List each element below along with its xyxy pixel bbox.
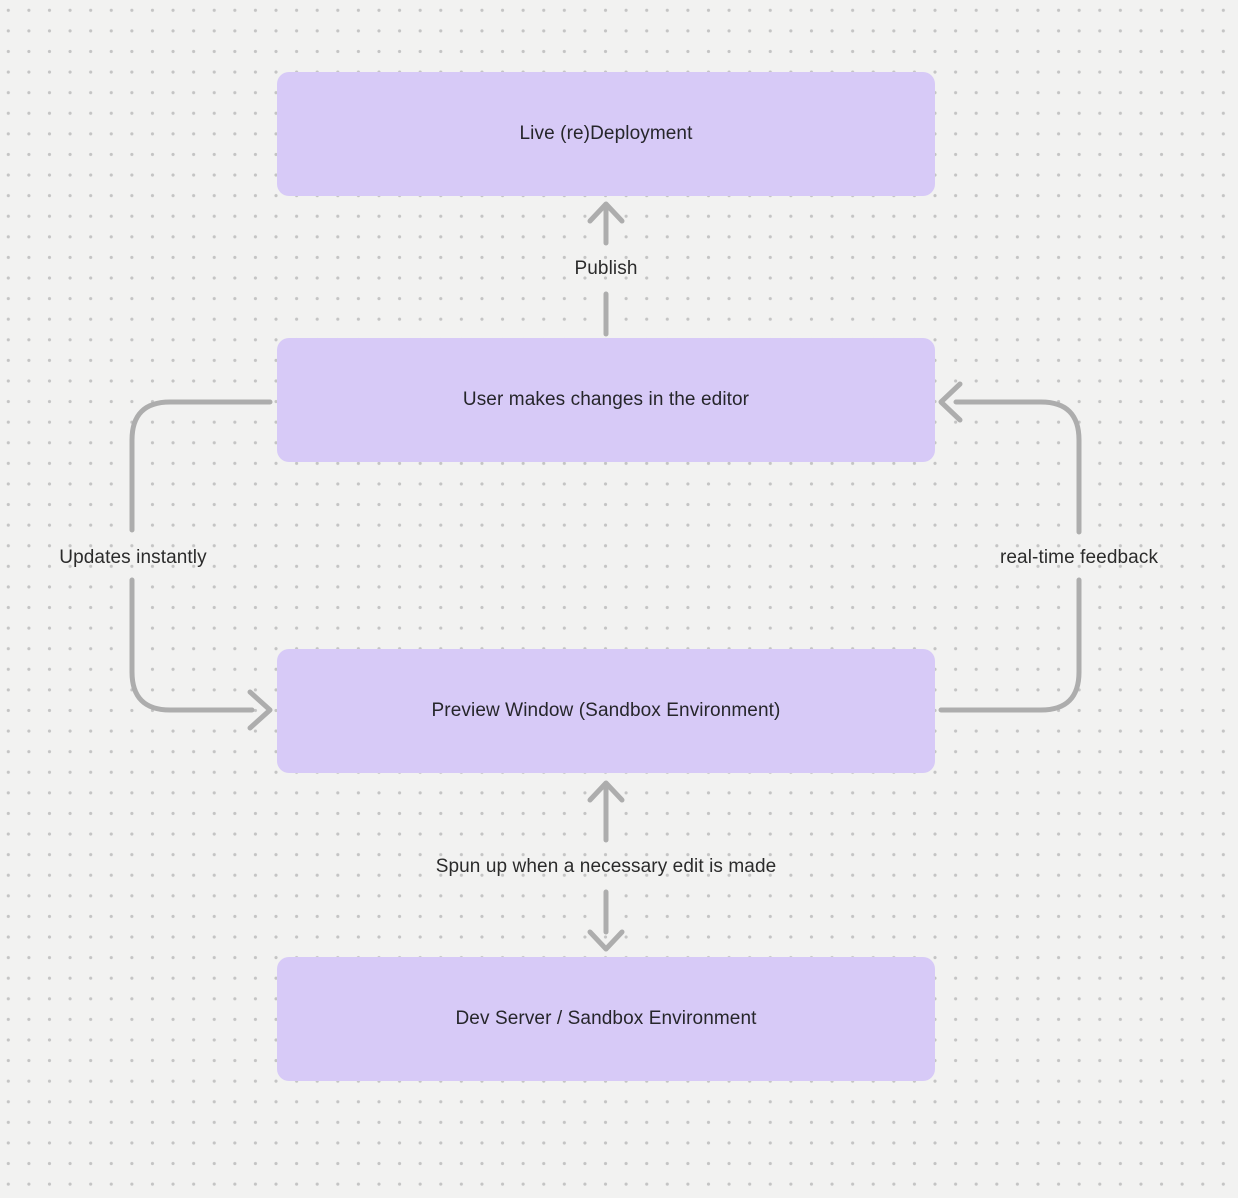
edge-label-spun-up: Spun up when a necessary edit is made [435, 856, 777, 877]
edge-spun-up [587, 780, 625, 952]
feedback-arrow-upper-segment [953, 399, 1082, 535]
edge-real-time-feedback [938, 381, 1082, 713]
updates-arrow-upper-segment [129, 399, 273, 533]
arrowhead-up-icon [587, 780, 625, 803]
arrowhead-right-icon [247, 689, 273, 731]
arrowhead-down-icon [587, 929, 625, 952]
edge-publish [587, 201, 625, 337]
arrowhead-left-icon [938, 381, 963, 423]
edge-label-real-time-feedback: real-time feedback [999, 547, 1159, 568]
arrowhead-up-icon [587, 201, 625, 224]
node-live-redeployment-label: Live (re)Deployment [519, 123, 693, 144]
edge-label-publish: Publish [574, 258, 638, 279]
node-dev-server: Dev Server / Sandbox Environment [277, 957, 935, 1081]
node-live-redeployment: Live (re)Deployment [277, 72, 935, 196]
node-editor: User makes changes in the editor [277, 338, 935, 462]
feedback-arrow-lower-segment [938, 577, 1082, 713]
node-preview-window-label: Preview Window (Sandbox Environment) [431, 700, 781, 721]
edge-label-updates-instantly: Updates instantly [59, 547, 207, 568]
node-preview-window: Preview Window (Sandbox Environment) [277, 649, 935, 773]
edge-updates-instantly [129, 399, 273, 731]
updates-arrow-lower-segment [129, 577, 255, 713]
node-editor-label: User makes changes in the editor [462, 389, 750, 410]
node-dev-server-label: Dev Server / Sandbox Environment [455, 1008, 757, 1029]
